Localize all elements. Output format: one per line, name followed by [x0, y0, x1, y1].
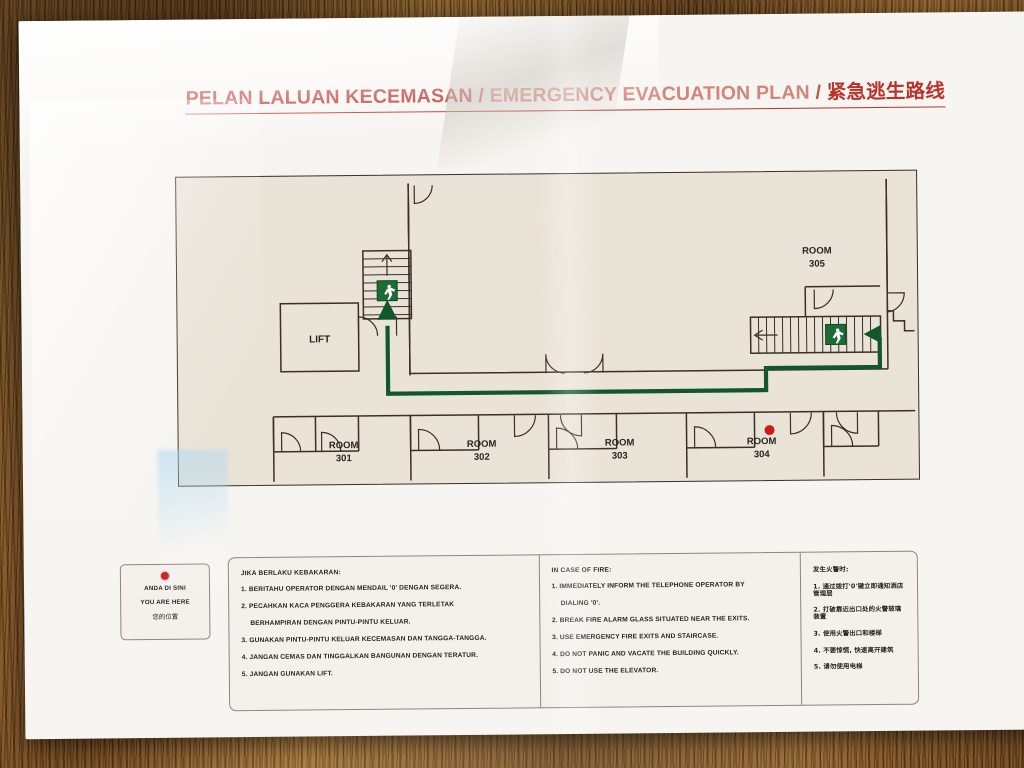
malay-item-5: 5. JANGAN GUNAKAN LIFT.	[241, 669, 333, 678]
legend-english: YOU ARE HERE	[140, 598, 190, 607]
malay-heading: JIKA BERLAKU KEBAKARAN:	[240, 569, 341, 578]
chinese-item-4: 4. 不要惊慌, 快速离开建筑	[813, 645, 894, 655]
english-item-5: 5. DO NOT USE THE ELEVATOR.	[552, 666, 659, 675]
chinese-item-3: 3. 使用火警出口和楼梯	[813, 628, 882, 638]
english-heading: IN CASE OF FIRE:	[551, 566, 612, 575]
legend-malay: ANDA DI SINI	[144, 584, 186, 593]
english-item-1: 1. IMMEDIATELY INFORM THE TELEPHONE OPER…	[551, 581, 745, 591]
malay-item-3: 3. GUNAKAN PINTU-PINTU KELUAR KECEMASAN …	[241, 634, 487, 644]
route-arrow-head	[377, 299, 398, 320]
evacuation-route-line	[385, 325, 883, 396]
room-305-number: 305	[809, 259, 826, 270]
title-bar: PELAN LALUAN KECEMASAN / EMERGENCY EVACU…	[19, 73, 1024, 116]
room-302-number: 302	[474, 452, 490, 463]
instructions-box: JIKA BERLAKU KEBAKARAN: 1. BERITAHU OPER…	[227, 550, 920, 712]
title-malay: PELAN LALUAN KECEMASAN	[185, 84, 473, 110]
legend-box: ANDA DI SINI YOU ARE HERE 您的位置	[119, 563, 211, 641]
english-item-4: 4. DO NOT PANIC AND VACATE THE BUILDING …	[552, 649, 739, 658]
exit-sign-icon-right	[825, 323, 847, 346]
room-305-name: ROOM	[802, 245, 832, 256]
room-303-number: 303	[612, 450, 628, 461]
legend-chinese: 您的位置	[152, 612, 179, 621]
chinese-item-1: 1. 通过拨打'0'键立即通知酒店管理层	[813, 581, 904, 598]
instructions-column-chinese: 发生火警时: 1. 通过拨打'0'键立即通知酒店管理层 2. 打破靠近出口处的火…	[799, 551, 919, 705]
right-staircase-treads	[757, 316, 872, 354]
door-swing-arcs	[280, 185, 905, 452]
english-item-3: 3. USE EMERGENCY FIRE EXITS AND STAIRCAS…	[552, 632, 719, 641]
room-301-name: ROOM	[329, 440, 359, 451]
room-303-name: ROOM	[605, 437, 635, 448]
english-item-1-cont: DIALING '0'.	[560, 599, 601, 608]
lift-label: LIFT	[309, 334, 330, 345]
floor-plan: LIFT ROOM 301 ROOM 302 ROOM 303 ROOM 304…	[175, 169, 921, 487]
room-302-name: ROOM	[467, 439, 497, 450]
floor-plan-drawing: LIFT ROOM 301 ROOM 302 ROOM 303 ROOM 304…	[272, 178, 916, 482]
you-are-here-marker	[764, 425, 775, 436]
room-304-number: 304	[754, 449, 771, 460]
left-stair-direction-arrow	[381, 253, 393, 276]
malay-item-2-cont: BERHAMPIRAN DENGAN PINTU-PINTU KELUAR.	[250, 618, 411, 627]
chinese-item-5: 5. 请勿使用电梯	[813, 662, 863, 671]
route-arrow-head-right	[863, 324, 881, 343]
chinese-item-2: 2. 打破靠近出口处的火警玻璃装置	[813, 605, 902, 621]
instructions-column-malay: JIKA BERLAKU KEBAKARAN: 1. BERITAHU OPER…	[229, 555, 540, 710]
title-english: EMERGENCY EVACUATION PLAN	[489, 81, 811, 107]
exit-sign-icon-left	[376, 280, 398, 302]
legend-red-dot-icon	[160, 571, 169, 580]
room-301-number: 301	[336, 453, 353, 464]
malay-item-4: 4. JANGAN CEMAS DAN TINGGALKAN BANGUNAN …	[241, 651, 479, 661]
english-item-2: 2. BREAK FIRE ALARM GLASS SITUATED NEAR …	[551, 615, 750, 625]
evacuation-plan-sign: PELAN LALUAN KECEMASAN / EMERGENCY EVACU…	[18, 10, 1024, 740]
page-title: PELAN LALUAN KECEMASAN / EMERGENCY EVACU…	[185, 74, 946, 115]
instructions-column-english: IN CASE OF FIRE: 1. IMMEDIATELY INFORM T…	[538, 552, 802, 708]
room-304-name: ROOM	[747, 436, 777, 447]
malay-item-2: 2. PECAHKAN KACA PENGGERA KEBAKARAN YANG…	[241, 601, 455, 611]
chinese-heading: 发生火警时:	[812, 565, 849, 574]
right-stair-direction-arrow	[753, 329, 778, 341]
title-chinese: 紧急逃生路线	[826, 79, 946, 104]
malay-item-1: 1. BERITAHU OPERATOR DENGAN MENDAIL '0' …	[241, 584, 462, 594]
